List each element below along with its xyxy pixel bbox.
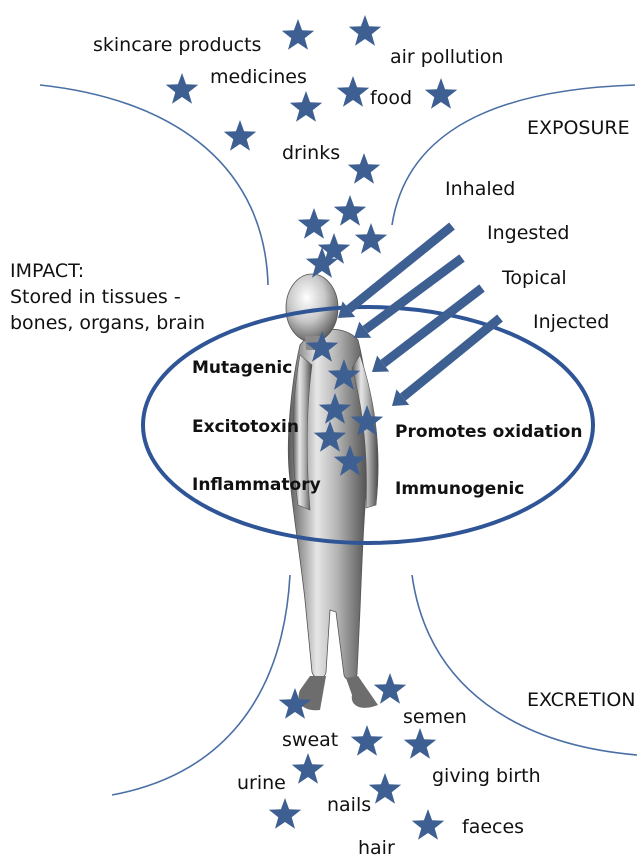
excretion-sweat: sweat [282,730,338,752]
toxin-star-icon [298,208,330,239]
excretion-nails: nails [327,795,371,817]
effect-inflammatory: Inflammatory [192,476,321,496]
toxin-star-icon [351,725,383,756]
source-air-pollution: air pollution [390,47,503,69]
route-ingested: Ingested [487,223,570,245]
effect-promotes-oxidation: Promotes oxidation [395,423,582,443]
excretion-giving-birth: giving birth [432,766,541,788]
impact-title: IMPACT: [10,258,205,284]
toxin-star-icon [224,120,256,151]
impact-line-2: bones, organs, brain [10,310,205,336]
excretion-urine: urine [237,773,286,795]
toxin-star-icon [374,673,406,704]
toxin-star-icon [412,809,444,840]
excretion-semen: semen [403,707,467,729]
excretion-title: EXCRETION [527,690,636,712]
effect-immunogenic: Immunogenic [395,480,524,500]
toxin-star-icon [369,773,401,804]
toxin-star-icon [269,798,301,829]
impact-boundary-curve-bottom-left [112,575,290,795]
toxin-star-icon [337,76,369,107]
toxin-star-icon [425,78,457,109]
effect-excitotoxin: Excitotoxin [192,418,299,438]
route-topical: Topical [502,268,567,290]
exposure-arrow-topical [383,288,482,364]
impact-boundary-curve-top-left [40,85,268,285]
exposure-title: EXPOSURE [527,118,630,140]
toxin-star-icon [282,19,314,50]
source-skincare-products: skincare products [93,35,261,57]
toxin-star-icon [348,153,380,184]
toxin-star-icon [355,223,387,254]
exposure-boundary-curve [392,85,635,225]
toxin-star-icon [290,91,322,122]
toxin-star-icon [166,73,198,104]
toxin-star-icon [349,15,381,46]
toxin-star-icon [404,728,436,759]
source-medicines: medicines [210,67,307,89]
toxin-star-icon [292,753,324,784]
source-drinks: drinks [282,143,340,165]
impact-block: IMPACT: Stored in tissues - bones, organ… [10,258,205,337]
route-inhaled: Inhaled [445,179,515,201]
excretion-faeces: faeces [462,817,524,839]
exposure-arrow-injected [403,318,500,397]
route-injected: Injected [533,312,609,334]
toxin-star-icon [334,195,366,226]
source-food: food [370,88,412,110]
excretion-hair: hair [358,838,395,860]
effect-mutagenic: Mutagenic [192,359,292,379]
impact-line-1: Stored in tissues - [10,284,205,310]
